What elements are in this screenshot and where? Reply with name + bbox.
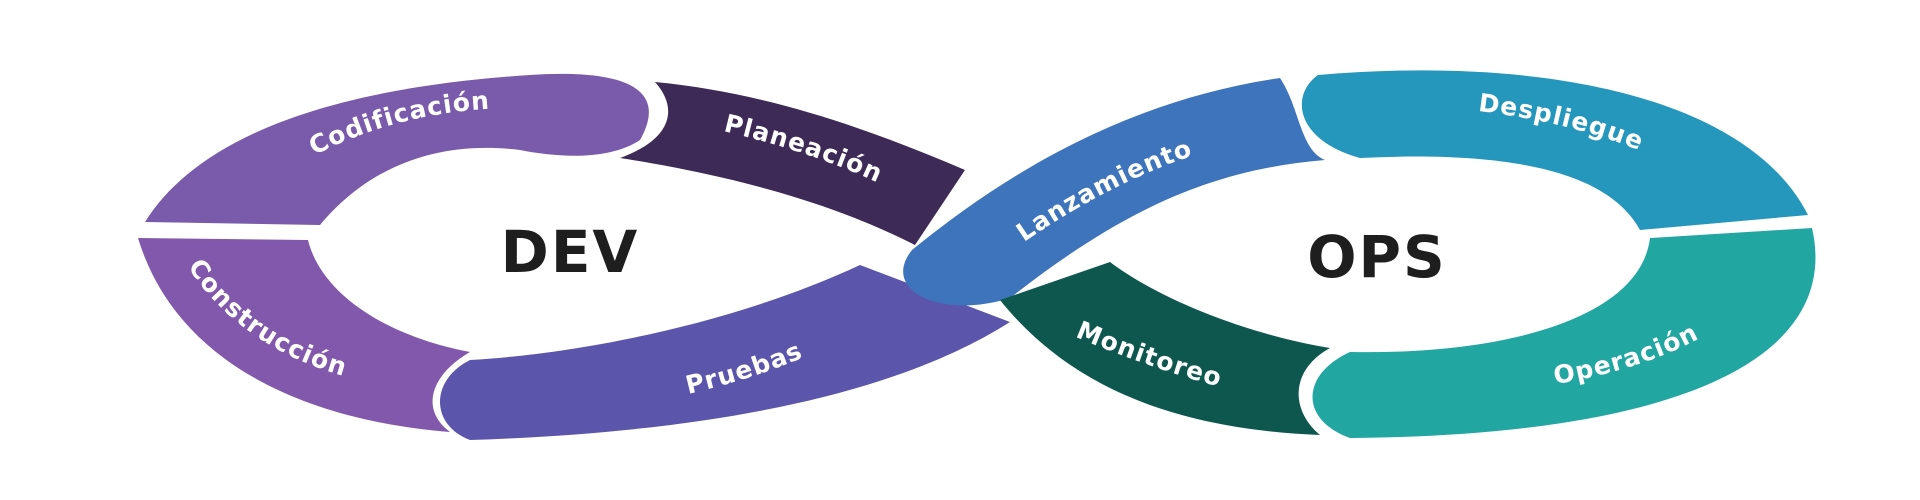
segment-monitoreo	[1000, 262, 1330, 435]
segment-lanzamiento	[903, 78, 1325, 306]
dev-label: DEV	[501, 218, 640, 286]
ops-label: OPS	[1307, 223, 1447, 291]
segment-codificacion	[145, 73, 649, 226]
segment-pruebas	[440, 265, 1010, 440]
segment-construccion	[138, 238, 470, 432]
segment-planeacion	[620, 82, 965, 245]
segment-operacion	[1312, 228, 1816, 438]
segment-despliegue	[1301, 70, 1808, 230]
